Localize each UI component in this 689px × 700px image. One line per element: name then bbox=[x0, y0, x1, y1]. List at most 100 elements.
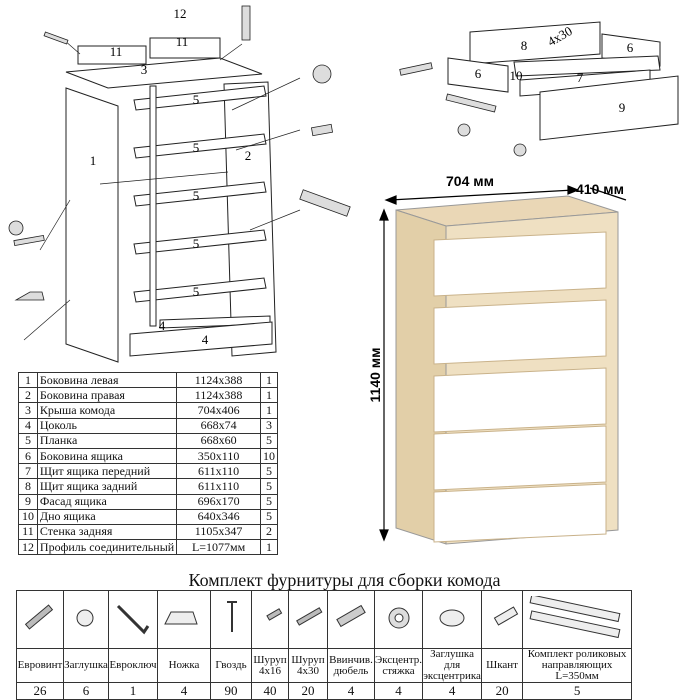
hardware-label: Шуруп 4x30 bbox=[288, 648, 328, 683]
part-name: Цоколь bbox=[36, 417, 178, 434]
drawer-runner-icon bbox=[445, 93, 497, 113]
screw-long-icon bbox=[296, 607, 323, 626]
part-quantity: 1 bbox=[259, 402, 279, 419]
hardware-count: 5 bbox=[522, 682, 633, 700]
hardware-label: Шкант bbox=[481, 648, 524, 683]
part-size: 668x74 bbox=[176, 417, 261, 434]
part-number: 2 bbox=[18, 387, 38, 404]
hardware-label: Ввинчив. дюбель bbox=[327, 648, 375, 683]
label-plinth: 4 bbox=[159, 318, 166, 333]
hardware-icon-cell bbox=[108, 590, 158, 649]
label-drawer-side: 6 bbox=[627, 40, 634, 55]
label-slat: 5 bbox=[193, 140, 200, 155]
drawer-facade bbox=[433, 483, 607, 543]
part-number: 7 bbox=[18, 463, 38, 480]
part-quantity: 5 bbox=[259, 493, 279, 510]
cam-lock-icon bbox=[312, 64, 332, 84]
hardware-count: 26 bbox=[16, 682, 64, 700]
part-quantity: 3 bbox=[259, 417, 279, 434]
eurovint-screw-icon bbox=[24, 604, 54, 630]
screw-small-icon bbox=[266, 608, 283, 621]
screw-icon bbox=[43, 31, 69, 45]
part-quantity: 1 bbox=[259, 371, 279, 389]
part-size: 350x110 bbox=[176, 447, 261, 465]
right-side-panel bbox=[223, 81, 277, 357]
part-quantity: 1 bbox=[259, 387, 279, 404]
part-number: 6 bbox=[18, 447, 38, 465]
part-number: 12 bbox=[18, 539, 38, 556]
hardware-count: 20 bbox=[481, 682, 524, 700]
cam-lock-icon bbox=[388, 607, 410, 629]
top-panel bbox=[65, 57, 263, 89]
hardware-icon-cell bbox=[251, 590, 289, 649]
hardware-title: Комплект фурнитуры для сборки комода bbox=[188, 570, 501, 590]
nail-icon bbox=[227, 601, 237, 632]
label-plinth: 4 bbox=[202, 332, 209, 347]
part-size: 640x346 bbox=[176, 508, 261, 525]
part-quantity: 10 bbox=[259, 447, 279, 465]
hardware-icon-cell bbox=[422, 590, 483, 649]
part-number: 1 bbox=[18, 371, 38, 389]
dowel-icon bbox=[241, 5, 251, 41]
hardware-label: Заглушка для эксцентрика bbox=[422, 648, 483, 683]
hardware-icon-cell bbox=[16, 590, 64, 649]
label-back: 11 bbox=[176, 34, 189, 49]
hardware-label: Гвоздь bbox=[210, 648, 252, 683]
dimension-depth: 410 мм bbox=[576, 181, 624, 197]
drawer-assembly-diagram: 8 6 6 7 9 10 4x30 bbox=[399, 21, 679, 157]
part-number: 5 bbox=[18, 432, 38, 449]
dimension-height: 1140 мм bbox=[367, 348, 383, 403]
hardware-label: Эксцентр. стяжка bbox=[373, 648, 424, 683]
drawer-back bbox=[469, 21, 601, 65]
hardware-count: 4 bbox=[373, 682, 424, 700]
drawer-facade bbox=[433, 231, 607, 297]
hardware-label: Еврoключ bbox=[108, 648, 158, 683]
left-side-panel bbox=[65, 87, 119, 363]
hardware-count: 4 bbox=[157, 682, 211, 700]
part-name: Боковина правая bbox=[36, 387, 178, 404]
slat bbox=[133, 229, 267, 255]
dowel-icon bbox=[336, 604, 366, 628]
part-size: 668x60 bbox=[176, 432, 261, 449]
screw-head-icon bbox=[457, 123, 471, 137]
foot-icon bbox=[14, 291, 45, 301]
assembled-chest-drawing: 704 мм 410 мм 1140 мм bbox=[367, 173, 627, 545]
label-side-left: 1 bbox=[90, 153, 97, 168]
part-quantity: 5 bbox=[259, 478, 279, 495]
part-number: 8 bbox=[18, 478, 38, 495]
eurovint-screw-icon bbox=[13, 234, 45, 247]
hardware-count: 20 bbox=[288, 682, 328, 700]
part-quantity: 5 bbox=[259, 463, 279, 480]
hardware-icon-cell bbox=[522, 590, 633, 649]
part-quantity: 5 bbox=[259, 432, 279, 449]
hardware-icon-cell bbox=[210, 590, 252, 649]
hardware-count: 90 bbox=[210, 682, 252, 700]
part-size: L=1077мм bbox=[176, 539, 261, 556]
cap-icon bbox=[76, 609, 94, 627]
part-number: 4 bbox=[18, 417, 38, 434]
part-size: 704x406 bbox=[176, 402, 261, 419]
label-drawer-back: 8 bbox=[521, 38, 528, 53]
slat bbox=[133, 277, 267, 303]
part-number: 11 bbox=[18, 523, 38, 541]
hardware-count: 4 bbox=[422, 682, 483, 700]
label-drawer-bottom: 10 bbox=[510, 68, 523, 83]
hardware-label: Евровинт bbox=[16, 648, 64, 683]
screw-head-icon bbox=[513, 143, 527, 157]
dimension-width: 704 мм bbox=[446, 173, 494, 189]
hex-key-icon bbox=[116, 604, 150, 635]
hardware-icon-cell bbox=[481, 590, 524, 649]
part-size: 611x110 bbox=[176, 478, 261, 495]
drawer-runner-icon bbox=[529, 594, 621, 639]
connecting-profile bbox=[149, 85, 157, 327]
label-slat: 5 bbox=[193, 188, 200, 203]
